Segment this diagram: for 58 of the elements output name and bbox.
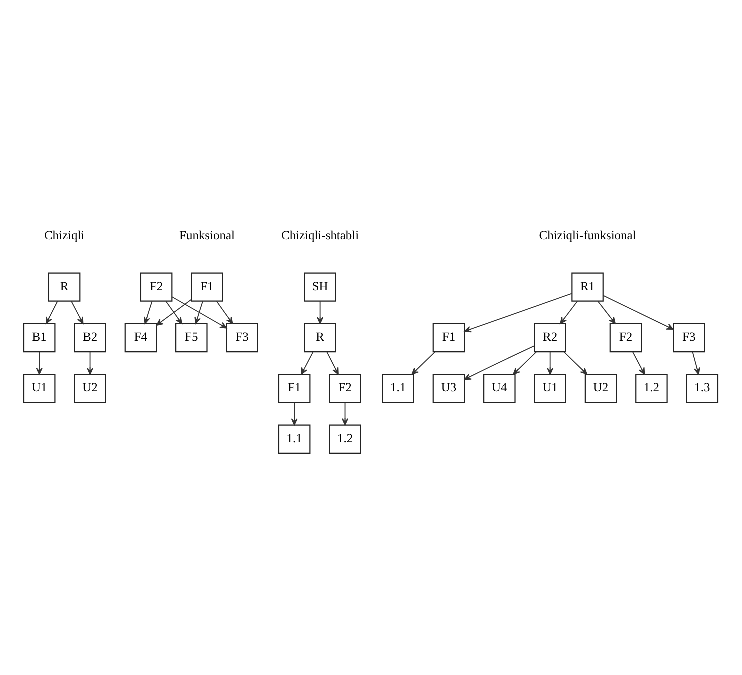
arrow [144,300,153,324]
arrow [216,300,234,324]
arrow [547,351,554,374]
node-box: F2 [329,374,362,403]
node-box: R [304,322,336,352]
node-box: U2 [74,374,106,403]
node-box: B2 [74,322,106,352]
node-box: 1.1 [382,374,414,403]
arrow [156,298,192,326]
node-box: U4 [484,374,516,403]
arrow [317,300,324,324]
node-box: R1 [572,272,604,302]
node-box: 1.1 [278,424,311,454]
arrow [166,300,183,324]
arrow [46,300,58,324]
node-box: F3 [226,322,258,352]
node-box: U1 [23,374,56,403]
arrow [632,351,646,374]
label: Chiziqli-funksional [539,228,636,242]
node-box: U3 [432,374,466,403]
node-box: 1.3 [686,374,719,403]
node-box: R2 [534,322,566,352]
node-box: R [48,272,81,302]
node-box: F2 [610,322,642,352]
node-box: F4 [124,322,158,352]
arrow [564,351,588,374]
node-box: 1.2 [329,424,362,454]
arrow [342,402,349,426]
arrow [560,300,578,324]
arrow [87,351,94,374]
arrow [692,351,700,374]
arrow [36,351,43,374]
arrow [194,300,204,324]
node-box: F1 [191,272,224,302]
arrow [602,294,674,330]
label: Chiziqli [44,228,85,242]
label: Funksional [180,228,235,242]
arrow [598,300,616,324]
node-box: F1 [278,374,311,403]
arrow [513,351,537,374]
arrow [326,351,339,374]
node-box: F5 [176,322,208,352]
node-box: U1 [534,374,566,403]
arrow [172,296,228,328]
node-box: F3 [673,322,706,352]
node-box: U2 [584,374,618,403]
label: Chiziqli-shtabli [282,228,360,242]
node-box: F1 [432,322,466,352]
arrow [464,292,573,332]
arrow [71,300,84,324]
node-box: 1.2 [636,374,668,403]
node-box: B1 [23,322,56,352]
arrow [291,402,298,426]
arrow [301,351,314,374]
node-box: F2 [140,272,173,302]
node-box: SH [304,272,336,302]
arrow [412,351,436,374]
arrow [464,345,536,380]
